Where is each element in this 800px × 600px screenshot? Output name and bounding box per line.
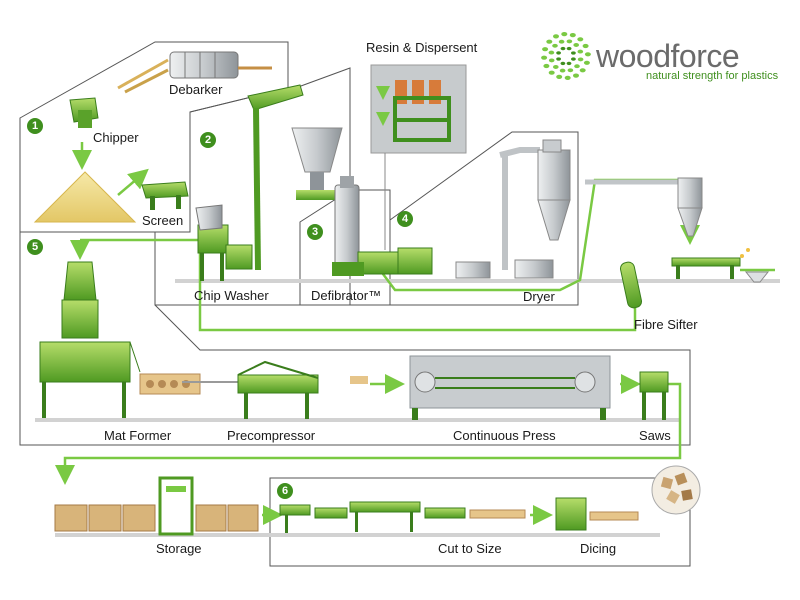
logo-leaf <box>584 52 591 57</box>
debarker-machine <box>117 51 272 94</box>
logo-leaf <box>577 49 584 54</box>
logo-leaf <box>577 57 584 62</box>
dryer-machine <box>455 139 680 279</box>
cut-to-size-line <box>279 501 526 533</box>
screen-machine <box>141 181 189 210</box>
logo-leaf <box>566 39 573 44</box>
logo-leaf <box>583 60 590 65</box>
label-dicing: Dicing <box>580 541 617 556</box>
label-resin-dispersent: Resin & Dispersent <box>366 40 478 55</box>
label-dryer: Dryer <box>523 289 555 304</box>
logo-leaf <box>556 57 561 61</box>
diced-pellets-closeup <box>651 465 701 515</box>
storage-stacks <box>54 476 259 536</box>
logo-leaf <box>548 50 555 55</box>
logo-leaf <box>582 43 589 49</box>
step-number-2: 2 <box>200 132 216 148</box>
label-precompressor: Precompressor <box>227 428 316 443</box>
logo-leaf <box>552 43 558 48</box>
label-continuous-press: Continuous Press <box>453 428 556 443</box>
frame-section-5 <box>19 231 691 446</box>
woodforce-logo-icon <box>541 31 591 80</box>
logo-leaf <box>548 58 555 63</box>
continuous-press-machine <box>350 355 611 420</box>
resin-dispersent-unit <box>370 64 467 250</box>
logo-leaf <box>573 43 579 47</box>
logo-leaf <box>548 70 555 75</box>
logo-leaf <box>571 51 576 55</box>
label-storage: Storage <box>156 541 202 556</box>
logo-leaf <box>556 51 561 55</box>
logo-leaf <box>566 61 572 66</box>
step-number-4: 4 <box>397 211 413 227</box>
label-chipper: Chipper <box>93 130 139 145</box>
fibre-sifter-machine <box>619 261 643 309</box>
step-number-1: 1 <box>27 118 43 134</box>
logo-leaf <box>567 68 574 73</box>
logo-leaf <box>542 47 549 52</box>
chip-washer-machine <box>195 84 304 281</box>
logo-leaf <box>553 65 559 69</box>
label-defibrator: Defibrator™ <box>311 288 382 303</box>
cyclone-and-conveyor <box>671 177 770 283</box>
label-cut-to-size: Cut to Size <box>438 541 502 556</box>
brand-tagline: natural strength for plastics <box>646 70 779 82</box>
floor-lines <box>35 279 780 537</box>
logo-leaf <box>579 68 586 73</box>
label-fibre-sifter: Fibre Sifter <box>634 317 698 332</box>
logo-leaf <box>560 46 566 51</box>
logo-leaf <box>566 46 572 51</box>
logo-leaf <box>543 63 550 69</box>
logo-leaf <box>560 61 566 66</box>
saws-machine <box>639 371 669 420</box>
label-debarker: Debarker <box>169 82 223 97</box>
defibrator-machine <box>291 127 433 276</box>
logo-leaf <box>553 34 559 39</box>
label-screen: Screen <box>142 213 184 228</box>
step-number-5: 5 <box>27 239 43 255</box>
logo-leaf <box>541 55 548 60</box>
label-mat-former: Mat Former <box>104 428 172 443</box>
logo-leaf <box>558 39 565 44</box>
chipper-machine <box>69 97 99 128</box>
brand-name: woodforce <box>596 38 740 74</box>
logo-leaf <box>574 64 580 69</box>
step-number-3: 3 <box>307 224 323 240</box>
logo-leaf <box>556 74 563 79</box>
frame-section-4 <box>389 131 579 306</box>
logo-leaf <box>559 68 566 73</box>
logo-leaf <box>546 39 553 44</box>
section-frames <box>19 41 691 567</box>
logo-leaf <box>564 75 571 80</box>
logo-leaf <box>573 73 579 78</box>
mat-former-machine <box>39 261 201 418</box>
precompressor-machine <box>182 360 319 419</box>
logo-leaf <box>561 31 568 37</box>
dicing-machine <box>555 497 639 531</box>
step-number-6: 6 <box>277 483 293 499</box>
logo-leaf <box>577 37 584 42</box>
logo-leaf <box>569 33 576 38</box>
wood-chip-pile <box>33 171 137 223</box>
label-saws: Saws <box>639 428 671 443</box>
label-chip-washer: Chip Washer <box>194 288 269 303</box>
logo-leaf <box>571 57 576 61</box>
